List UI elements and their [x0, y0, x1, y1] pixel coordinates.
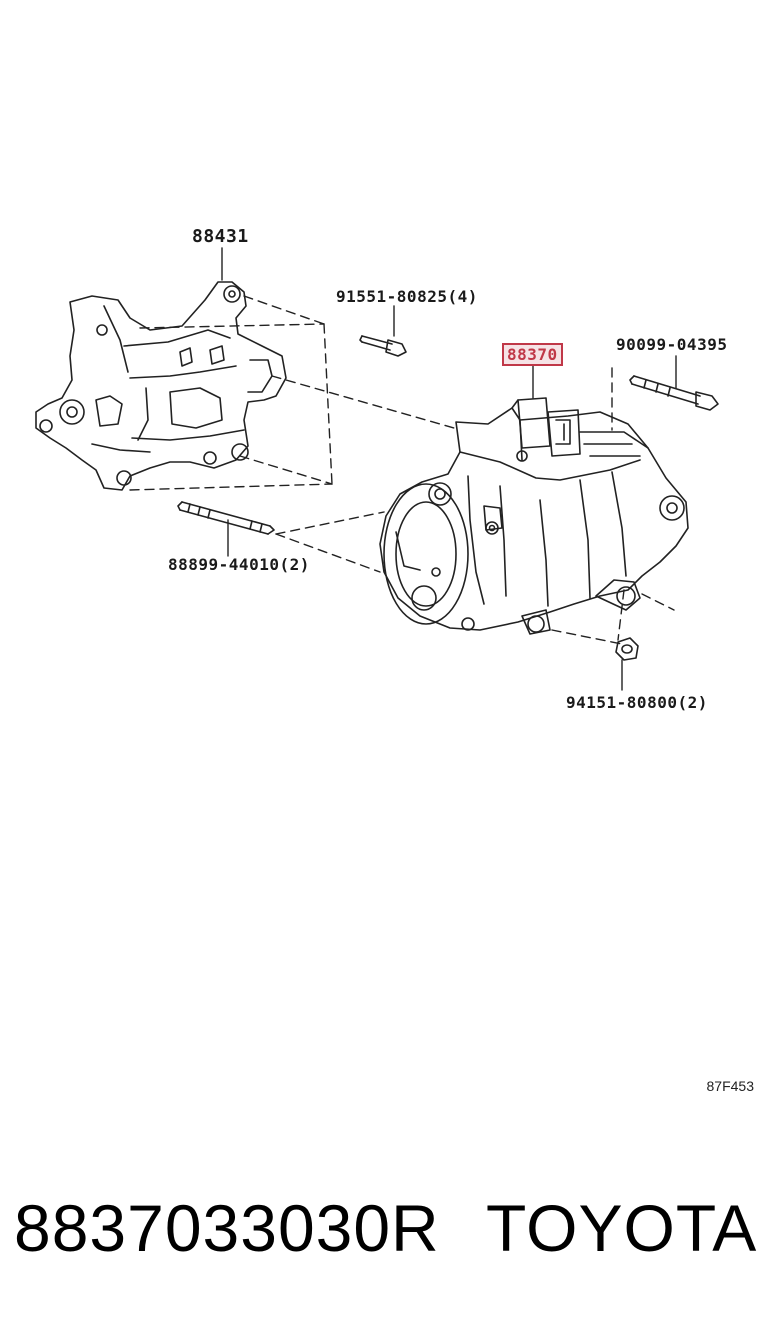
callout-91551-80825[interactable]: 91551-80825(4)	[336, 287, 478, 306]
callout-88431[interactable]: 88431	[192, 226, 249, 247]
bolt-91551-drawing	[359, 335, 407, 357]
brand-name: TOYOTA	[486, 1191, 758, 1265]
dashed-assembly-lines	[129, 295, 675, 645]
part-number: 8837033030R	[14, 1191, 440, 1265]
stud-88899-drawing	[177, 501, 275, 535]
callout-90099-04395[interactable]: 90099-04395	[616, 335, 728, 354]
illustration-code: 87F453	[706, 1078, 754, 1094]
ac-compressor-drawing	[379, 397, 689, 635]
leader-lines	[221, 247, 677, 691]
bolt-90099-drawing	[629, 375, 719, 411]
footer-caption: 8837033030R TOYOTA	[14, 1190, 758, 1280]
callout-88899-44010[interactable]: 88899-44010(2)	[168, 555, 310, 574]
callout-88370-highlighted[interactable]: 88370	[502, 343, 563, 366]
nut-94151-drawing	[615, 637, 639, 661]
compressor-bracket-drawing	[35, 281, 287, 491]
callout-94151-80800[interactable]: 94151-80800(2)	[566, 693, 708, 712]
